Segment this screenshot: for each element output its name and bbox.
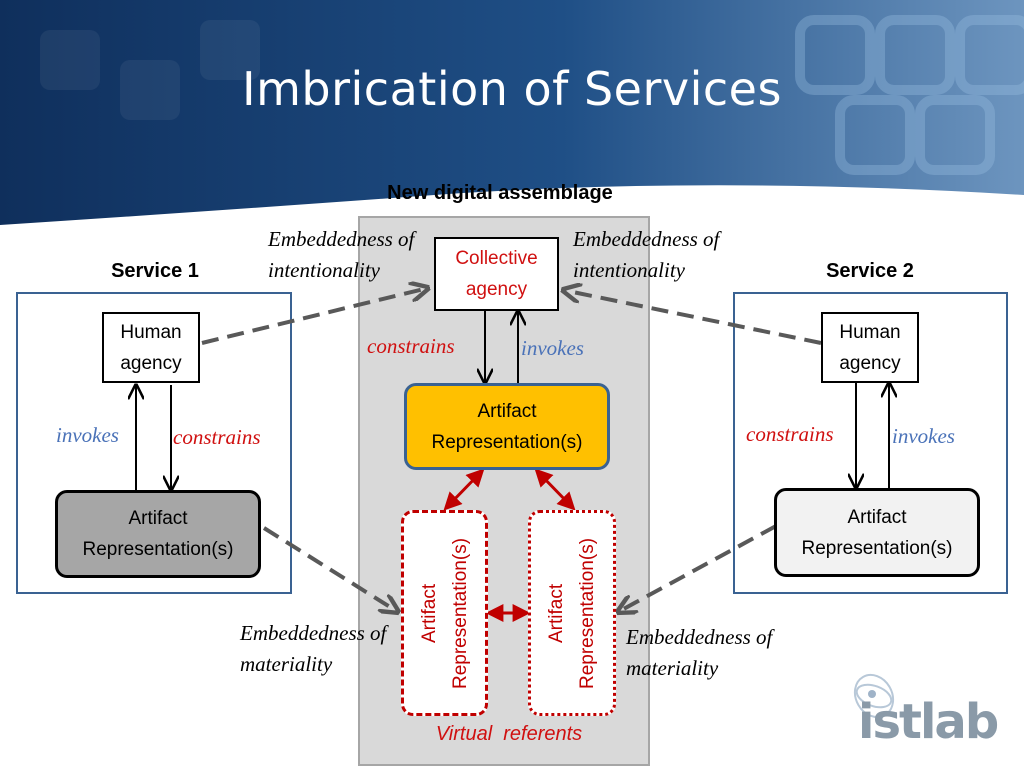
service1-constrains-label: constrains <box>173 425 261 449</box>
banner-background <box>0 0 1024 225</box>
service1-frame <box>16 292 292 594</box>
intentionality-left-arrow <box>201 288 428 345</box>
title-banner <box>0 0 1024 228</box>
service2-human-agency: Human agency <box>821 312 919 383</box>
service2-artifact-representation: Artifact Representation(s) <box>774 488 980 577</box>
service2-frame <box>733 292 1008 594</box>
service2-constrains-label: constrains <box>746 422 834 446</box>
service2-label: Service 2 <box>826 260 914 282</box>
materiality-right-label: Embeddedness of materiality <box>626 625 773 680</box>
red-link-left <box>443 468 485 511</box>
slide-title: Imbrication of Services <box>242 62 782 116</box>
virtual-artifact-right: Artifact Representation(s) <box>528 510 616 716</box>
virtual-artifact-left-label: Artifact Representation(s) <box>418 537 471 689</box>
virtual-artifact-left: Artifact Representation(s) <box>401 510 488 716</box>
service2-invokes-label: invokes <box>892 424 955 448</box>
collective-agency: Collective agency <box>434 237 559 311</box>
logo-graphic <box>853 673 895 719</box>
center-invokes-label: invokes <box>521 336 584 360</box>
service1-label: Service 1 <box>111 260 199 282</box>
assemblage-title: New digital assemblage <box>387 182 613 204</box>
virtual-referents-label: Virtual referents <box>435 723 583 745</box>
center-constrains-label: constrains <box>367 334 455 358</box>
central-artifact-representation: Artifact Representation(s) <box>404 383 610 470</box>
materiality-left-arrow <box>262 526 398 612</box>
red-link-right <box>534 468 576 511</box>
service1-human-agency: Human agency <box>102 312 200 383</box>
logo-text: istlab <box>858 694 999 750</box>
istlab-logo: istlab <box>846 664 1016 760</box>
service1-invokes-label: invokes <box>56 423 119 447</box>
service1-artifact-representation: Artifact Representation(s) <box>55 490 261 578</box>
intentionality-right-label: Embeddedness of intentionality <box>573 227 720 282</box>
virtual-artifact-right-label: Artifact Representation(s) <box>546 537 598 689</box>
materiality-left-label: Embeddedness of materiality <box>240 621 387 676</box>
intentionality-right-arrow <box>563 290 822 345</box>
materiality-right-arrow <box>618 524 777 612</box>
intentionality-left-label: Embeddedness of intentionality <box>268 227 415 282</box>
